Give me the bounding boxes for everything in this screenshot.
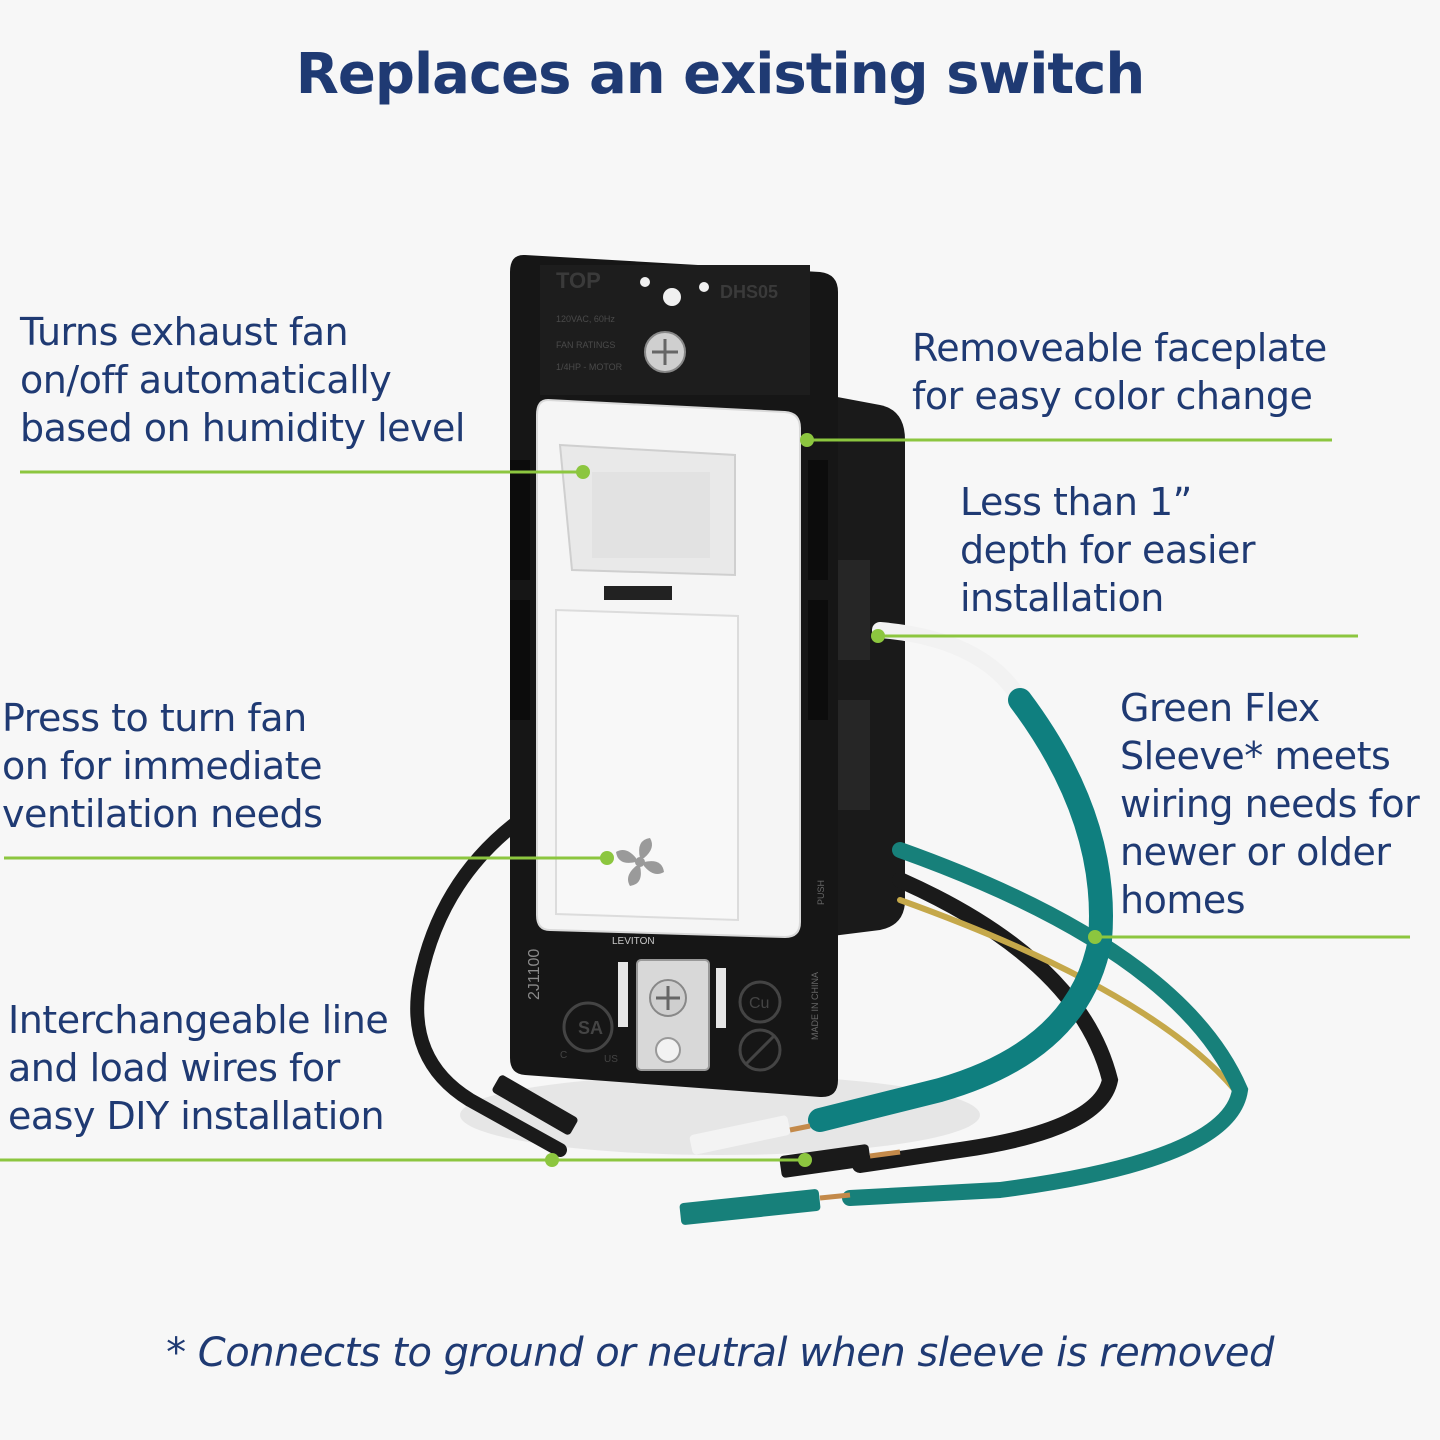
callout-humidity-line-1: Turns exhaust fan [20,310,349,354]
footnote: * Connects to ground or neutral when sle… [166,1330,1274,1376]
model-label: DHS05 [720,282,778,302]
wire-ends [492,1075,901,1225]
callout-press: Press to turn fan on for immediate venti… [2,694,323,838]
leader-lines [0,433,1410,1167]
humidity-marker-dot [576,465,590,479]
strap-top-label: TOP [556,268,601,293]
callout-wires-line-2: and load wires for [8,1046,340,1090]
page-title: Replaces an existing switch [295,42,1145,107]
cu-mark: Cu [749,995,769,1012]
faceplate [536,398,801,939]
callout-depth-line-2: depth for easier [960,528,1256,572]
callout-humidity: Turns exhaust fan on/off automatically b… [20,308,465,452]
faceplate-marker-dot [800,433,814,447]
brand-label: LEVITON [612,936,655,947]
callout-sleeve-line-2: Sleeve* meets [1120,734,1391,778]
fan-icon [616,838,664,886]
callout-sleeve-line-5: homes [1120,878,1246,922]
callout-sleeve-line-4: newer or older [1120,830,1391,874]
sleeve-marker-dot [1088,930,1102,944]
ratings-line-2: FAN RATINGS [556,340,615,350]
wires-back [410,622,1249,1206]
date-code-label: 2J1100 [526,949,543,1000]
csa-mark: SA [578,1018,603,1038]
depth-marker-dot [871,629,885,643]
callout-wires: Interchangeable line and load wires for … [8,996,389,1140]
callout-sleeve: Green Flex Sleeve* meets wiring needs fo… [1120,684,1420,924]
ratings-line-1: 120VAC, 60Hz [556,314,615,324]
callout-press-line-3: ventilation needs [2,792,323,836]
callout-depth-line-1: Less than 1” [960,480,1192,524]
callout-sleeve-line-3: wiring needs for [1120,782,1420,826]
callout-humidity-line-2: on/off automatically [20,358,392,402]
floor-shadow [460,1075,980,1155]
push-label: PUSH [816,880,826,905]
callout-depth: Less than 1” depth for easier installati… [960,478,1256,622]
callout-faceplate-line-1: Removeable faceplate [912,326,1327,370]
press-marker-dot [600,851,614,865]
callout-humidity-line-3: based on humidity level [20,406,465,450]
callout-wires-line-1: Interchangeable line [8,998,389,1042]
origin-label: MADE IN CHINA [810,972,820,1040]
callout-faceplate-line-2: for easy color change [912,374,1313,418]
callout-depth-line-3: installation [960,576,1164,620]
wires-marker-dot-right [798,1153,812,1167]
ratings-line-3: 1/4HP - MOTOR [556,362,623,372]
wires-marker-dot-left [545,1153,559,1167]
callout-sleeve-line-1: Green Flex [1120,686,1320,730]
callout-press-line-1: Press to turn fan [2,696,307,740]
csa-us-mark: US [604,1054,618,1065]
callout-faceplate: Removeable faceplate for easy color chan… [912,324,1327,420]
csa-c-mark: C [560,1050,567,1061]
callout-wires-line-3: easy DIY installation [8,1094,385,1138]
callout-press-line-2: on for immediate [2,744,322,788]
